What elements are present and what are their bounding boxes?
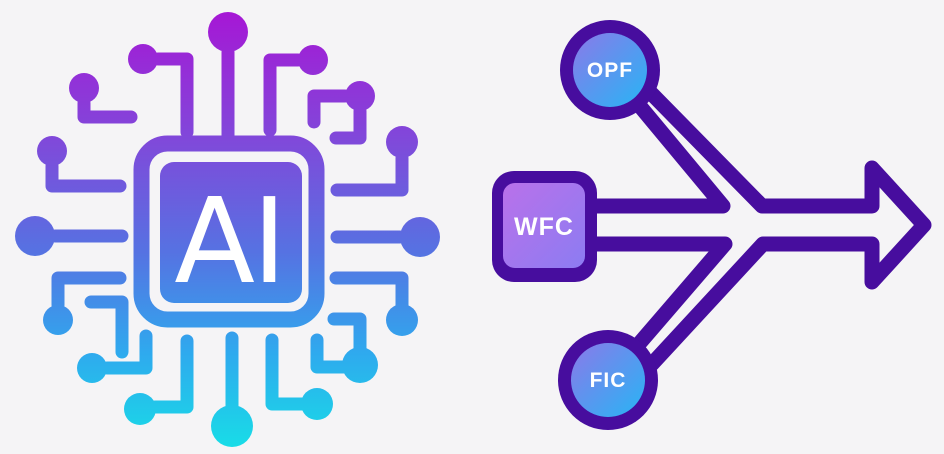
pad (77, 353, 107, 383)
pad (298, 45, 328, 75)
pad-right-center (400, 217, 440, 257)
pad (386, 304, 418, 336)
pad (124, 393, 156, 425)
pad (301, 388, 333, 420)
pad-top-center (208, 12, 248, 52)
pad (69, 73, 99, 103)
ai-chip-label: AI (174, 172, 284, 310)
ai-chip-icon: AI (15, 12, 440, 447)
pad (342, 347, 378, 383)
pad-left-center (15, 216, 55, 256)
node-fic-fill (571, 343, 645, 417)
circuit-pads (15, 12, 440, 447)
pad (128, 44, 158, 74)
node-wfc-label: WFC (514, 213, 574, 241)
chip-inner-square (160, 162, 302, 303)
pad (345, 81, 375, 111)
circuit-traces (45, 45, 409, 415)
node-opf-label: OPF (587, 59, 633, 82)
pad (37, 136, 67, 166)
node-fic: FIC (558, 330, 658, 430)
merge-arrow-icon (589, 84, 932, 372)
merge-arrow-upper-notch-path (589, 97, 731, 214)
node-opf: OPF (560, 20, 660, 120)
node-wfc-fill (503, 183, 585, 268)
node-wfc: WFC (492, 171, 597, 282)
node-opf-fill (573, 33, 647, 107)
merge-arrow-outer-path (642, 84, 932, 372)
pad (43, 305, 73, 335)
merge-arrow-diagram: OPF WFC FIC (492, 20, 932, 430)
chip-outer-frame (133, 135, 325, 328)
pad (386, 126, 418, 158)
pad-bottom-center (211, 405, 253, 447)
node-fic-label: FIC (590, 369, 627, 392)
merge-arrow-lower-notch-path (589, 236, 733, 353)
